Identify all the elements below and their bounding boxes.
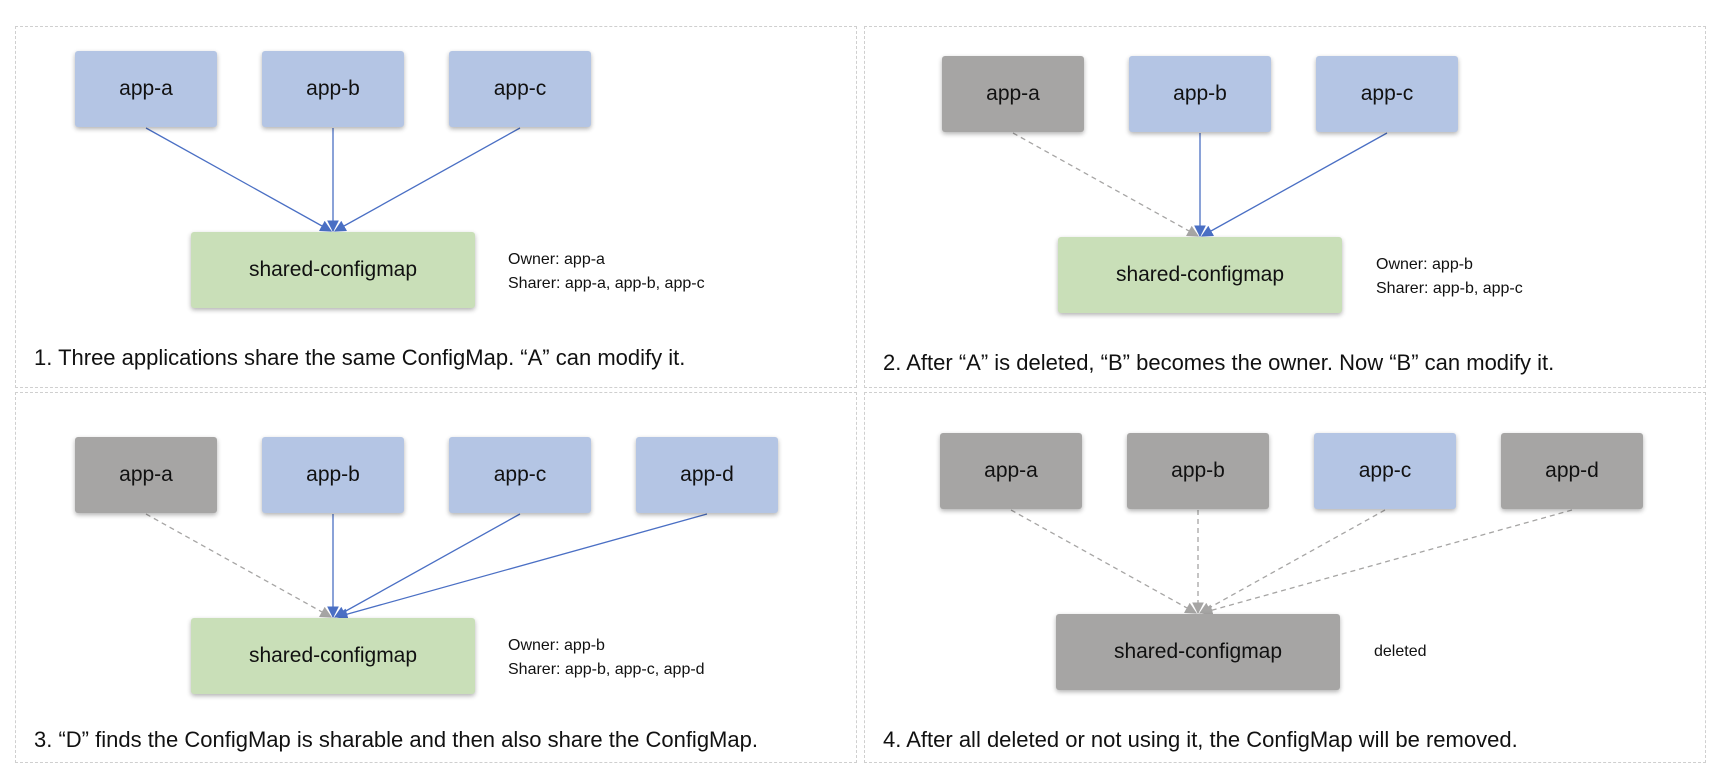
configmap-node: shared-configmap	[191, 232, 475, 308]
panel-caption: 2. After “A” is deleted, “B” becomes the…	[883, 350, 1555, 375]
panel-caption: 1. Three applications share the same Con…	[34, 345, 686, 370]
panel-2	[864, 26, 1706, 388]
app-node-b: app-b	[1127, 433, 1269, 509]
panel-4	[864, 392, 1706, 763]
deleted-note: deleted	[1374, 643, 1427, 660]
app-node-c: app-c	[1314, 433, 1456, 509]
panel-3	[15, 392, 857, 763]
app-node-a: app-a	[75, 437, 217, 513]
arrow-app-a-to-configmap	[145, 127, 333, 232]
app-node-a: app-a	[942, 56, 1084, 132]
app-node-b: app-b	[262, 51, 404, 127]
owner-text: Owner: app-a	[508, 251, 605, 268]
arrow-app-c-to-configmap	[333, 127, 521, 232]
configmap-node: shared-configmap	[191, 618, 475, 694]
ownership-notes: Owner: app-b Sharer: app-b, app-c, app-d	[508, 634, 705, 682]
sharer-text: Sharer: app-a, app-b, app-c	[508, 275, 705, 292]
arrow-app-d-to-configmap	[335, 513, 708, 620]
ownership-notes: Owner: app-b Sharer: app-b, app-c	[1376, 253, 1523, 301]
panel-caption: 4. After all deleted or not using it, th…	[883, 727, 1518, 752]
app-node-a: app-a	[940, 433, 1082, 509]
app-node-c: app-c	[449, 51, 591, 127]
panel-caption: 3. “D” finds the ConfigMap is sharable a…	[34, 727, 758, 752]
configmap-node: shared-configmap	[1058, 237, 1342, 313]
arrow-app-a-to-configmap	[1010, 509, 1198, 614]
ownership-notes: Owner: app-a Sharer: app-a, app-b, app-c	[508, 248, 705, 296]
arrow-app-a-to-configmap	[145, 513, 333, 618]
owner-text: Owner: app-b	[1376, 256, 1473, 273]
sharer-text: Sharer: app-b, app-c	[1376, 280, 1523, 297]
app-node-c: app-c	[449, 437, 591, 513]
owner-text: Owner: app-b	[508, 637, 605, 654]
arrow-app-c-to-configmap	[1200, 132, 1388, 237]
configmap-node: shared-configmap	[1056, 614, 1340, 690]
app-node-c: app-c	[1316, 56, 1458, 132]
app-node-d: app-d	[636, 437, 778, 513]
arrow-app-c-to-configmap	[333, 513, 521, 618]
app-node-b: app-b	[1129, 56, 1271, 132]
arrow-app-a-to-configmap	[1012, 132, 1200, 237]
arrow-app-c-to-configmap	[1198, 509, 1386, 614]
app-node-a: app-a	[75, 51, 217, 127]
sharer-text: Sharer: app-b, app-c, app-d	[508, 661, 705, 678]
panel-1	[15, 26, 857, 388]
app-node-d: app-d	[1501, 433, 1643, 509]
arrow-app-d-to-configmap	[1200, 509, 1573, 616]
app-node-b: app-b	[262, 437, 404, 513]
